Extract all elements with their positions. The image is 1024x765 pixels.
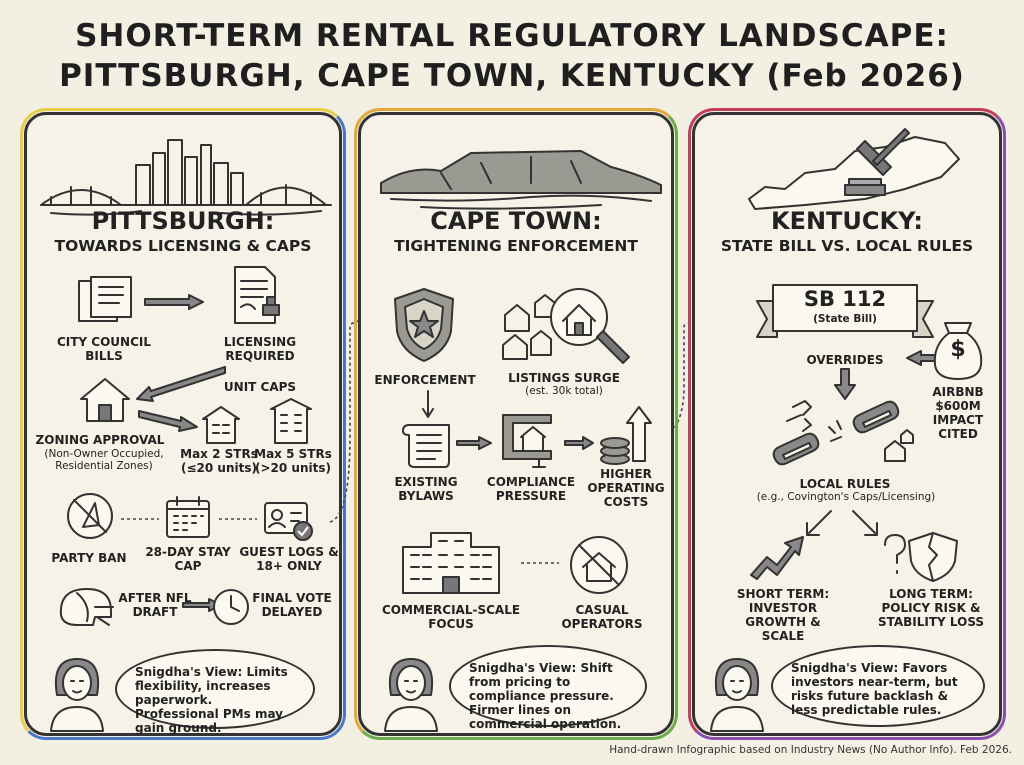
kentucky-subheading: STATE BILL VS. LOCAL RULES [720, 237, 974, 255]
bill-label: SB 112 [803, 287, 887, 311]
pittsburgh-subheading: TOWARDS LICENSING & CAPS [54, 237, 312, 255]
cap-large-label: Max 5 STRs [254, 447, 332, 461]
costs-label: HIGHER OPERATING COSTS [587, 467, 665, 509]
table-mountain-icon [380, 150, 662, 210]
kentucky-gavel-icon [748, 128, 960, 210]
connector-line [521, 562, 559, 564]
capetown-view-bubble: Snigdha's View: Shift from pricing to co… [449, 645, 647, 731]
connector-line [121, 518, 159, 520]
police-badge-icon [394, 288, 454, 362]
cap-small-note: (≤20 units) [181, 461, 257, 475]
bylaws-label: EXISTING BYLAWS [394, 475, 458, 503]
final-vote-label: FINAL VOTE DELAYED [252, 591, 332, 619]
listings-note: (est. 30k total) [525, 385, 603, 397]
unit-caps-label: UNIT CAPS [223, 380, 297, 394]
pittsburgh-panel: PITTSBURGH: TOWARDS LICENSING & CAPS CIT… [20, 108, 346, 740]
stay-cap-label: 28-DAY STAY CAP [145, 545, 231, 573]
arrow-icon [456, 436, 492, 450]
bill-note: (State Bill) [813, 313, 877, 325]
rising-costs-icon [600, 406, 652, 465]
local-rules-label: LOCAL RULES [799, 477, 891, 491]
licensing-label: LICENSING REQUIRED [223, 335, 297, 363]
arrow-icon [144, 294, 204, 310]
enforcement-label: ENFORCEMENT [374, 373, 476, 387]
casual-operators-ban-icon [570, 536, 628, 594]
zoning-label: ZONING APPROVAL [35, 433, 165, 447]
zoning-note: (Non-Owner Occupied, Residential Zones) [44, 448, 164, 472]
city-council-label: CITY COUNCIL BILLS [56, 335, 152, 363]
casual-label: CASUAL OPERATORS [561, 603, 643, 631]
kentucky-panel: KENTUCKY: STATE BILL VS. LOCAL RULES SB … [688, 108, 1006, 740]
arrow-icon [834, 368, 856, 400]
broken-chain-icon [772, 400, 914, 466]
footer-credit: Hand-drawn Infographic based on Industry… [609, 744, 1012, 756]
short-term-label: SHORT TERM: INVESTOR GROWTH & SCALE [736, 587, 830, 643]
arrow-icon [852, 510, 878, 536]
after-draft-label: AFTER NFL DRAFT [118, 591, 192, 619]
cap-large-note: (>20 units) [255, 461, 331, 475]
airbnb-label: AIRBNB $600M IMPACT CITED [932, 385, 984, 441]
scroll-icon [78, 276, 132, 322]
pittsburgh-heading: PITTSBURGH: [91, 207, 275, 235]
compliance-clamp-icon [502, 414, 552, 468]
person-avatar-icon [384, 658, 438, 732]
long-term-label: LONG TERM: POLICY RISK & STABILITY LOSS [877, 587, 985, 629]
listings-magnifier-icon [502, 288, 630, 364]
connector-line [219, 518, 257, 520]
pittsburgh-view-bubble: Snigdha's View: Limits flexibility, incr… [115, 649, 315, 735]
page-title-line-1: SHORT-TERM RENTAL REGULATORY LANDSCAPE: [75, 18, 949, 54]
party-ban-icon [67, 493, 113, 539]
risk-shield-icon [884, 532, 958, 582]
commercial-label: COMMERCIAL-SCALE FOCUS [381, 603, 521, 631]
kentucky-heading: KENTUCKY: [770, 207, 924, 235]
person-avatar-icon [710, 658, 764, 732]
capetown-subheading: TIGHTENING ENFORCEMENT [394, 237, 638, 255]
local-rules-note: (e.g., Covington's Caps/Licensing) [756, 491, 936, 503]
football-helmet-icon [59, 588, 114, 626]
house-icon [80, 378, 130, 422]
arrow-icon [564, 436, 594, 450]
person-avatar-icon [50, 658, 104, 732]
license-document-icon [234, 266, 280, 324]
bill-banner-icon [756, 284, 934, 338]
growth-arrow-icon [750, 536, 804, 580]
listings-label: LISTINGS SURGE [508, 371, 620, 385]
dollar-sign-icon: $ [950, 337, 966, 362]
small-building-icon [202, 406, 240, 444]
pittsburgh-skyline-icon [40, 139, 332, 216]
arrow-icon [806, 510, 832, 536]
clock-icon [213, 589, 249, 625]
arrow-icon [422, 390, 434, 418]
arrow-icon [138, 410, 198, 432]
capetown-panel: CAPE TOWN: TIGHTENING ENFORCEMENT ENFORC… [354, 108, 678, 740]
overrides-label: OVERRIDES [806, 353, 884, 367]
arrow-icon [136, 366, 226, 402]
money-bag-icon [933, 322, 983, 380]
guest-logs-label: GUEST LOGS & 18+ ONLY [239, 545, 339, 573]
calendar-icon [166, 496, 210, 538]
bylaws-scroll-icon [402, 424, 450, 468]
apartment-building-icon [270, 398, 312, 444]
commercial-building-icon [402, 532, 500, 594]
compliance-label: COMPLIANCE PRESSURE [486, 475, 576, 503]
party-ban-label: PARTY BAN [51, 551, 127, 565]
guest-id-card-icon [264, 502, 313, 541]
page-title-line-2: PITTSBURGH, CAPE TOWN, KENTUCKY (Feb 202… [59, 58, 965, 94]
cap-small-label: Max 2 STRs [180, 447, 258, 461]
capetown-heading: CAPE TOWN: [430, 207, 602, 235]
kentucky-view-bubble: Snigdha's View: Favors investors near-te… [771, 645, 985, 727]
